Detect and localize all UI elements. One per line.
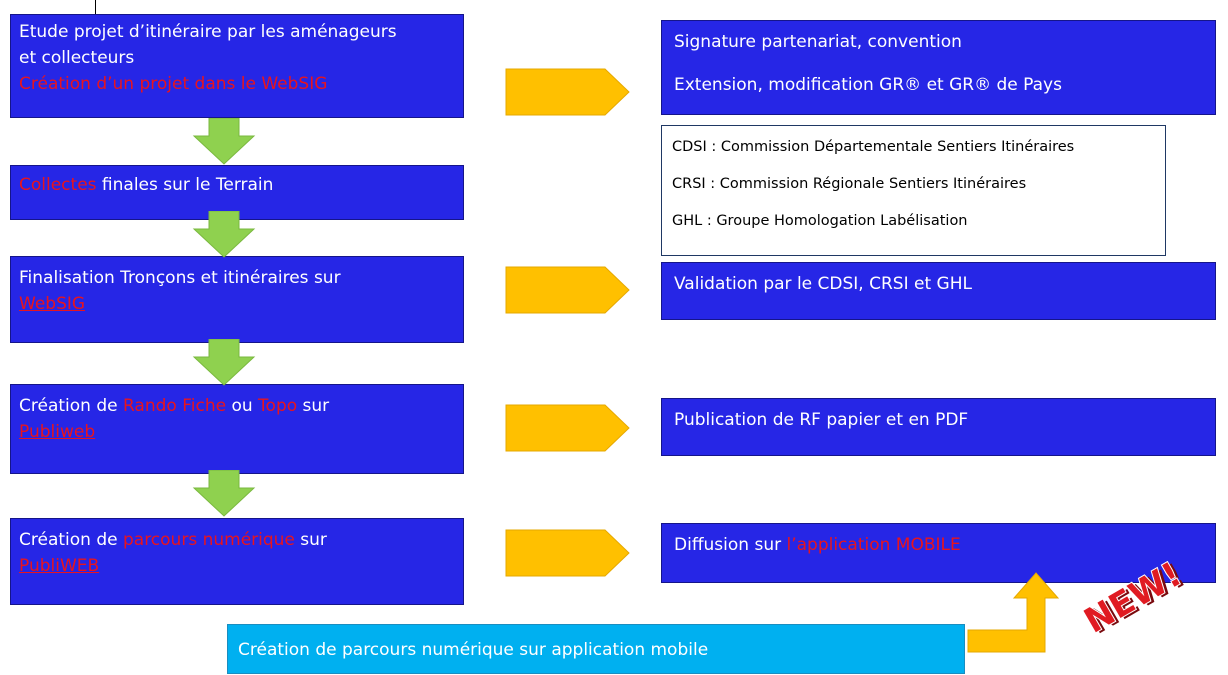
mobile-app-label: l’application MOBILE [786,535,961,555]
publication-text: Publication de RF papier et en PDF [674,410,969,430]
validation-box: Validation par le CDSI, CRSI et GHL [661,262,1216,320]
websig-link[interactable]: WebSIG [19,294,86,314]
rando-pre-text: Création de [19,396,123,416]
green-down-arrow-3 [192,339,256,386]
rando-post-text: sur [297,396,330,416]
acronym-legend: CDSI : Commission Départementale Sentier… [661,125,1166,256]
partnership-text: Signature partenariat, convention [674,32,962,52]
rando-mid-text: ou [226,396,259,416]
orange-chevron-4 [505,529,630,577]
mobile-creation-box: Création de parcours numérique sur appli… [227,624,965,674]
step-study-line2: et collecteurs [19,48,135,68]
step-finalisation: Finalisation Tronçons et itinéraires sur… [10,256,464,343]
step-digital-route: Création de parcours numérique sur Publi… [10,518,464,605]
finalisation-text: Finalisation Tronçons et itinéraires sur [19,268,341,288]
orange-bent-up-arrow [967,572,1060,653]
mobile-diffusion-box: Diffusion sur l’application MOBILE [661,523,1216,583]
partnership-box: Signature partenariat, convention Extens… [661,20,1216,115]
step-study-line1: Etude projet d’itinéraire par les aménag… [19,22,397,42]
orange-chevron-2 [505,266,630,314]
orange-chevron-1 [505,68,630,116]
orange-chevron-3 [505,404,630,452]
digital-route-label: parcours numérique [122,530,295,550]
text-cursor [95,0,96,14]
digital-post-text: sur [294,530,327,550]
publiweb-caps-link[interactable]: PubliWEB [19,556,100,576]
field-collection-text: finales sur le Terrain [96,175,274,195]
new-badge-icon: NEW! NEW! [1077,554,1193,643]
step-rando-fiche: Création de Rando Fiche ou Topo sur Publ… [10,384,464,474]
legend-cdsi: CDSI : Commission Départementale Sentier… [672,139,1075,155]
green-down-arrow-4 [192,470,256,517]
digital-pre-text: Création de [19,530,123,550]
step-study-project: Etude projet d’itinéraire par les aménag… [10,14,464,118]
legend-crsi: CRSI : Commission Régionale Sentiers Iti… [672,176,1027,192]
publication-box: Publication de RF papier et en PDF [661,398,1216,456]
publiweb-link[interactable]: Publiweb [19,422,96,442]
topo-label: Topo [258,396,298,416]
rando-fiche-label: Rando Fiche [122,396,227,416]
green-down-arrow-2 [192,211,256,258]
mobile-creation-text: Création de parcours numérique sur appli… [238,640,709,660]
gr-extension-text: Extension, modification GR® et GR® de Pa… [674,75,1062,95]
step-study-websig-project: Création d’un projet dans le WebSIG [19,74,328,94]
green-down-arrow-1 [192,118,256,165]
diffusion-text: Diffusion sur [674,535,787,555]
collectes-label: Collectes [19,175,97,195]
legend-ghl: GHL : Groupe Homologation Labélisation [672,213,968,229]
svg-text:NEW!: NEW! [1078,555,1189,642]
validation-text: Validation par le CDSI, CRSI et GHL [674,274,972,294]
